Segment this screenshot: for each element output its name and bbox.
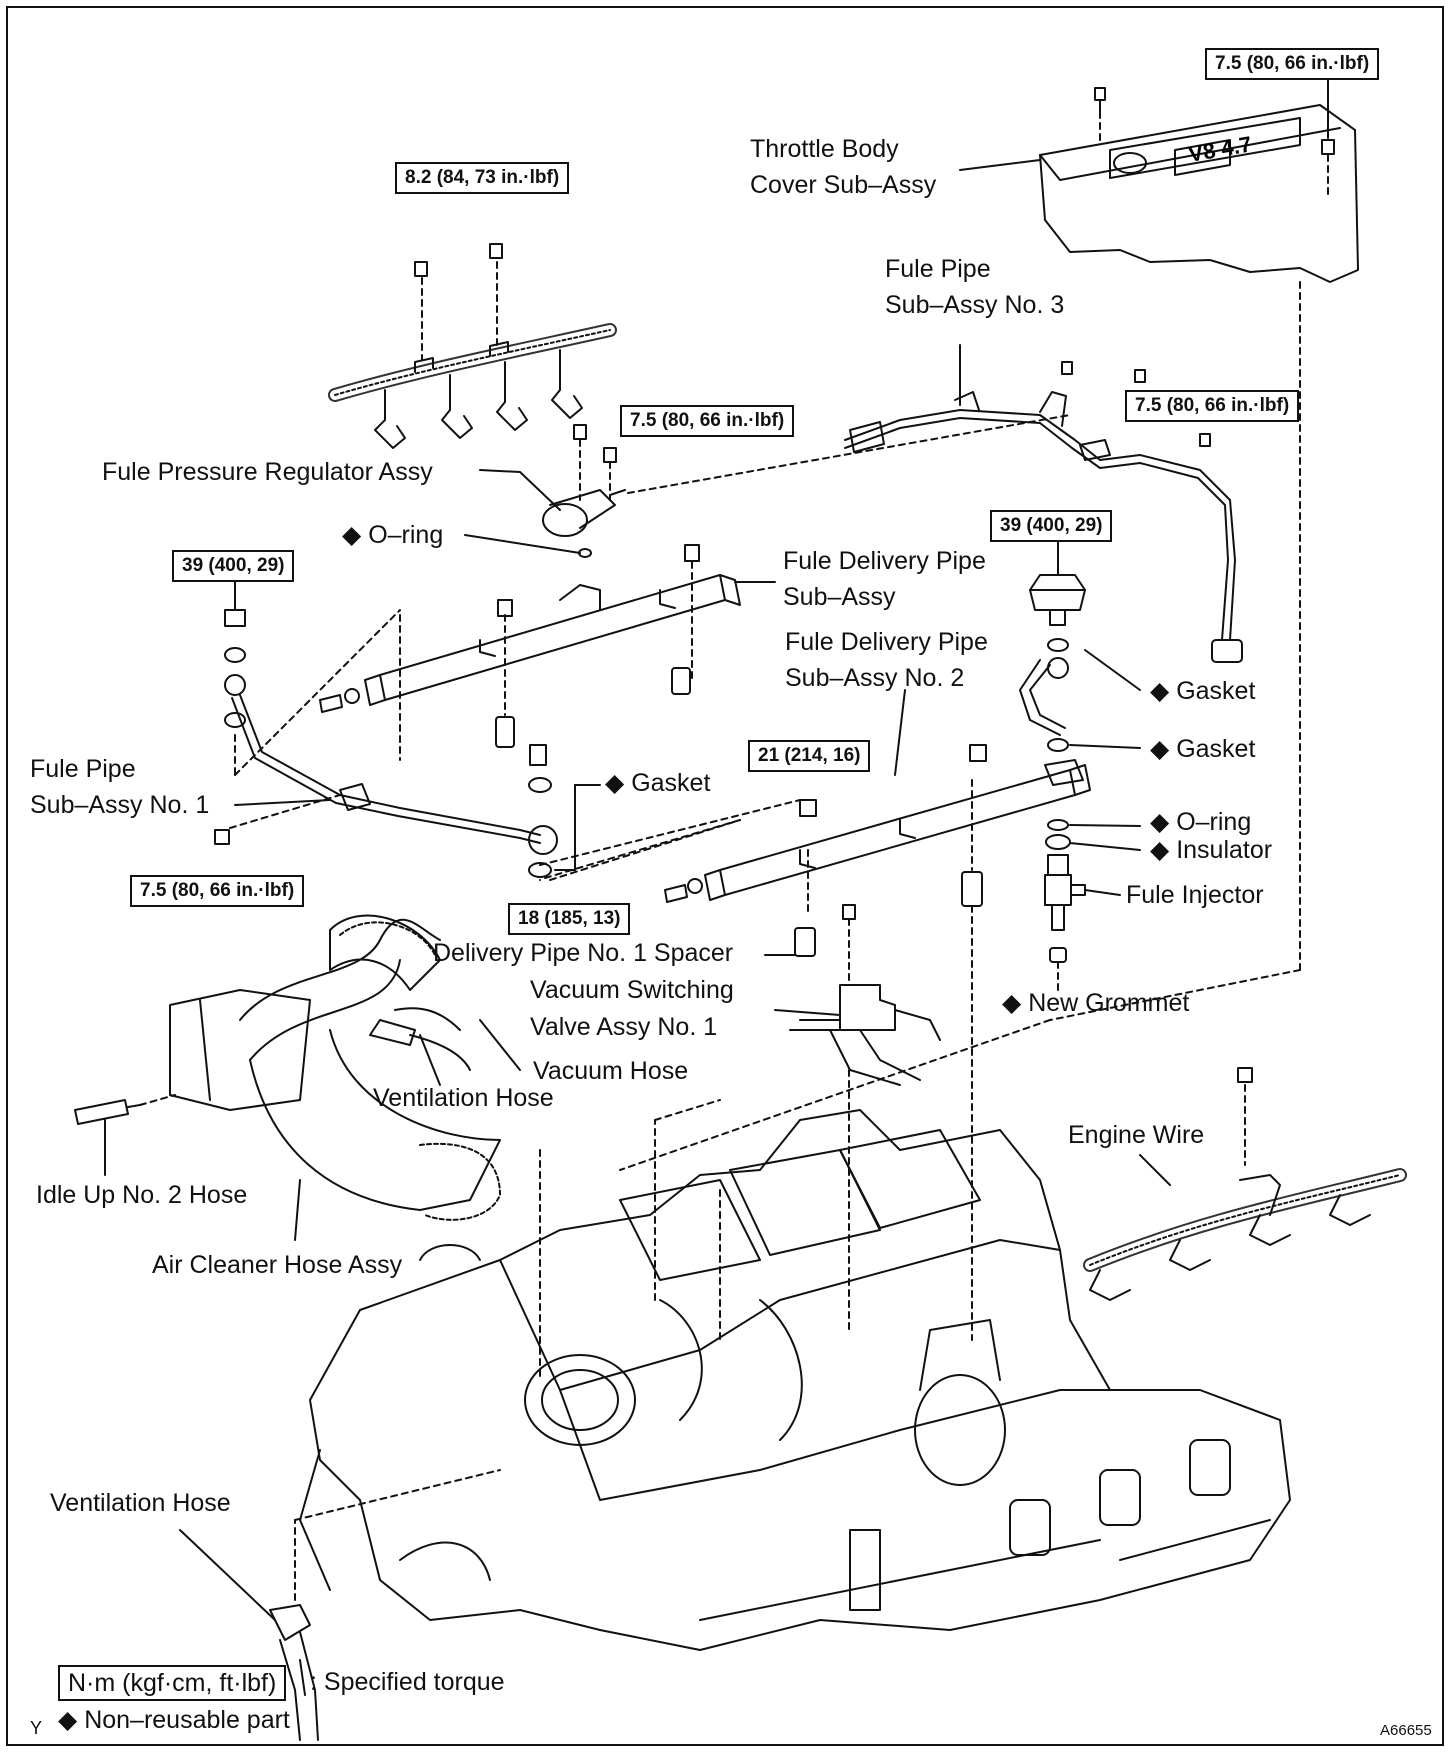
nonreusable-diamond-icon: ◆ bbox=[605, 769, 625, 797]
fuel-delivery-pipe bbox=[319, 544, 741, 748]
label-ventilation-hose-mid: Ventilation Hose bbox=[373, 1084, 554, 1112]
torque-regulator: 7.5 (80, 66 in.·lbf) bbox=[620, 405, 795, 437]
label-vacuum-hose: Vacuum Hose bbox=[533, 1057, 689, 1085]
diagram-frame bbox=[6, 6, 1444, 1746]
fuel-pipe-no3 bbox=[844, 344, 1243, 663]
throttle-body-cover bbox=[1039, 104, 1359, 283]
label-gasket-right-2-text: Gasket bbox=[1176, 735, 1256, 763]
pulsation-dampers bbox=[224, 534, 1086, 752]
label-delivery-pipe2-line1: Fule Delivery Pipe bbox=[785, 628, 988, 656]
fuel-pipe-no1 bbox=[214, 609, 741, 881]
legend-torque-desc: : Specified torque bbox=[310, 1668, 505, 1696]
label-fuel-pipe1-line2: Sub–Assy No. 1 bbox=[30, 791, 210, 819]
torque-pipe1: 7.5 (80, 66 in.·lbf) bbox=[130, 875, 305, 907]
fuel-pressure-regulator bbox=[542, 414, 1071, 558]
label-idle-up-hose: Idle Up No. 2 Hose bbox=[36, 1181, 248, 1209]
leader-lines bbox=[104, 159, 1171, 1696]
fuel-delivery-pipe-no2 bbox=[549, 744, 1091, 1341]
label-fuel-pipe3-line1: Fule Pipe bbox=[885, 255, 991, 283]
label-pressure-regulator: Fule Pressure Regulator Assy bbox=[102, 458, 433, 486]
label-fuel-injector: Fule Injector bbox=[1126, 881, 1264, 909]
legend-nonreusable-text: Non–reusable part bbox=[84, 1706, 290, 1734]
label-vsv-line2: Valve Assy No. 1 bbox=[530, 1013, 718, 1041]
label-gasket-left: ◆ Gasket bbox=[605, 768, 710, 798]
nonreusable-diamond-icon: ◆ bbox=[1150, 735, 1170, 763]
label-new-grommet: ◆ New Grommet bbox=[1002, 988, 1189, 1018]
figure-id: A66655 bbox=[1380, 1722, 1432, 1739]
torque-harness: 8.2 (84, 73 in.·lbf) bbox=[395, 162, 570, 194]
ventilation-hose-lower bbox=[269, 1469, 501, 1741]
label-insulator: ◆ Insulator bbox=[1150, 835, 1272, 865]
label-vsv-line1: Vacuum Switching bbox=[530, 976, 734, 1004]
engine-assembly bbox=[299, 1109, 1291, 1651]
label-throttle-body-cover-line1: Throttle Body bbox=[750, 135, 899, 163]
nonreusable-diamond-icon: ◆ bbox=[1002, 989, 1022, 1017]
nonreusable-diamond-icon: ◆ bbox=[1150, 677, 1170, 705]
nonreusable-diamond-icon: ◆ bbox=[1150, 808, 1170, 836]
fuel-injector-stack bbox=[1044, 819, 1086, 991]
torque-cover: 7.5 (80, 66 in.·lbf) bbox=[1205, 48, 1380, 80]
nonreusable-diamond-icon: ◆ bbox=[342, 521, 362, 549]
nonreusable-diamond-icon: ◆ bbox=[58, 1706, 78, 1734]
label-new-grommet-text: New Grommet bbox=[1028, 989, 1190, 1017]
label-oring-right: ◆ O–ring bbox=[1150, 807, 1251, 837]
label-spacer: Delivery Pipe No. 1 Spacer bbox=[433, 939, 734, 967]
label-oring-top-text: O–ring bbox=[368, 521, 444, 549]
nonreusable-diamond-icon: ◆ bbox=[1150, 836, 1170, 864]
label-fuel-pipe1-line1: Fule Pipe bbox=[30, 755, 136, 783]
label-oring-right-text: O–ring bbox=[1176, 808, 1252, 836]
label-engine-wire: Engine Wire bbox=[1068, 1121, 1205, 1149]
injector-wire-harness bbox=[328, 243, 617, 449]
torque-pipe3: 7.5 (80, 66 in.·lbf) bbox=[1125, 390, 1300, 422]
label-delivery-pipe2-line2: Sub–Assy No. 2 bbox=[785, 664, 965, 692]
label-gasket-left-text: Gasket bbox=[631, 769, 711, 797]
torque-damper-right: 39 (400, 29) bbox=[990, 510, 1113, 542]
cover-badge-text: V8 4.7 bbox=[1187, 131, 1254, 167]
label-fuel-pipe3-line2: Sub–Assy No. 3 bbox=[885, 291, 1065, 319]
label-air-cleaner-hose: Air Cleaner Hose Assy bbox=[152, 1251, 403, 1279]
cover-bolts bbox=[1094, 69, 1335, 196]
torque-damper-left: 39 (400, 29) bbox=[172, 550, 295, 582]
label-gasket-right-1: ◆ Gasket bbox=[1150, 676, 1255, 706]
vacuum-switching-valve bbox=[789, 904, 941, 1331]
label-oring-top: ◆ O–ring bbox=[342, 520, 443, 550]
air-cleaner-hose bbox=[74, 914, 541, 1381]
corner-letter: Y bbox=[30, 1718, 43, 1738]
fuel-pipe-right-link bbox=[1019, 657, 1069, 736]
legend-torque-unit-box: N·m (kgf·cm, ft·lbf) bbox=[58, 1665, 287, 1701]
label-gasket-right-1-text: Gasket bbox=[1176, 677, 1256, 705]
label-delivery-pipe-line1: Fule Delivery Pipe bbox=[783, 547, 986, 575]
label-throttle-body-cover-line2: Cover Sub–Assy bbox=[750, 171, 937, 199]
label-insulator-text: Insulator bbox=[1176, 836, 1273, 864]
torque-delivery-pipe2: 21 (214, 16) bbox=[748, 740, 871, 772]
label-delivery-pipe-line2: Sub–Assy bbox=[783, 583, 896, 611]
torque-spacer: 18 (185, 13) bbox=[508, 903, 631, 935]
label-gasket-right-2: ◆ Gasket bbox=[1150, 734, 1255, 764]
engine-wire bbox=[1083, 1067, 1407, 1301]
assembly-guide-lines bbox=[399, 281, 1301, 1301]
label-ventilation-hose-bottom: Ventilation Hose bbox=[50, 1489, 231, 1517]
legend-nonreusable: ◆ Non–reusable part bbox=[58, 1705, 290, 1735]
